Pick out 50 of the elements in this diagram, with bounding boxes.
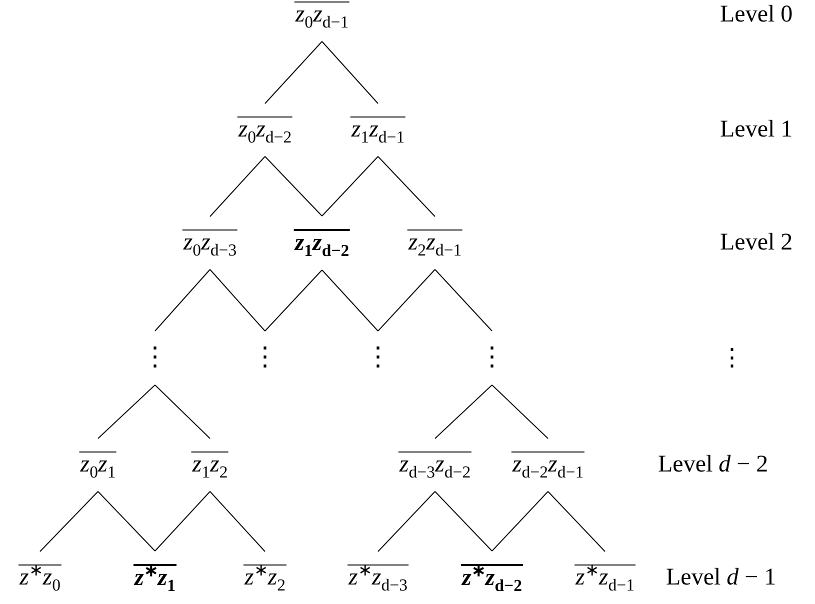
tree-edge <box>154 269 210 332</box>
tree-edge <box>264 41 322 104</box>
level-label: Level 2 <box>720 230 793 256</box>
math-expression: z$_{1}$z$_{d−1}$ <box>350 116 406 143</box>
vertical-ellipsis: ⋮ <box>365 342 391 371</box>
tree-edge <box>210 269 266 332</box>
math-expression: z$_{d−3}$z$_{d−2}$ <box>398 452 472 478</box>
math-expression: z$_{1}$z$_{d−2}$ <box>294 229 350 256</box>
tree-edge <box>264 270 322 332</box>
math-expression: z$_{0}$z$_{d−2}$ <box>237 116 293 143</box>
tree-edge <box>378 491 436 552</box>
math-expression: z$^{∗}$z$_{d−3}$ <box>348 564 408 591</box>
level-label: Level 0 <box>720 2 793 28</box>
tree-edge <box>264 156 322 216</box>
math-expression: z$^{∗}$z$_{2}$ <box>243 564 287 591</box>
level-label: Level d − 1 <box>666 564 776 592</box>
tree-edge <box>322 270 378 332</box>
math-expression: z$_{2}$z$_{d−1}$ <box>407 230 463 256</box>
tree-edge <box>492 491 548 552</box>
tree-edge <box>434 491 492 552</box>
tree-edge <box>322 156 378 216</box>
math-expression: z$^{∗}$z$_{0}$ <box>18 564 62 591</box>
tree-edge <box>492 384 548 439</box>
math-expression: z$_{0}$z$_{d−3}$ <box>182 230 238 256</box>
tree-edge <box>434 384 492 439</box>
math-expression: z$_{0}$z$_{d−1}$ <box>294 2 350 28</box>
math-expression: z$^{∗}$z$_{d−2}$ <box>461 564 523 592</box>
vertical-ellipsis: ⋮ <box>252 342 278 371</box>
tree-edge <box>378 269 436 332</box>
tree-edge <box>322 41 378 104</box>
vertical-ellipsis: ⋮ <box>479 342 505 371</box>
tree-edge <box>378 156 436 217</box>
tree-edge <box>210 156 266 217</box>
level-label: ⋮ <box>720 344 744 372</box>
tree-edge <box>210 491 266 552</box>
tree-edge <box>154 384 210 439</box>
math-expression: z$^{∗}$z$_{1}$ <box>133 564 177 592</box>
tree-edge <box>40 491 98 552</box>
tree-edge <box>98 491 156 552</box>
math-expression: z$^{∗}$z$_{d−1}$ <box>574 564 636 591</box>
tree-edge <box>154 491 210 552</box>
level-label: Level 1 <box>720 116 793 144</box>
math-expression: z$_{d−2}$z$_{d−1}$ <box>511 452 585 478</box>
level-label: Level d − 2 <box>658 452 768 478</box>
tree-edge <box>98 384 156 439</box>
math-expression: z$_{0}$z$_{1}$ <box>79 452 117 478</box>
vertical-ellipsis: ⋮ <box>142 342 168 371</box>
math-expression: z$_{1}$z$_{2}$ <box>191 452 229 478</box>
tree-edge <box>548 491 606 552</box>
tree-edge <box>434 269 492 332</box>
